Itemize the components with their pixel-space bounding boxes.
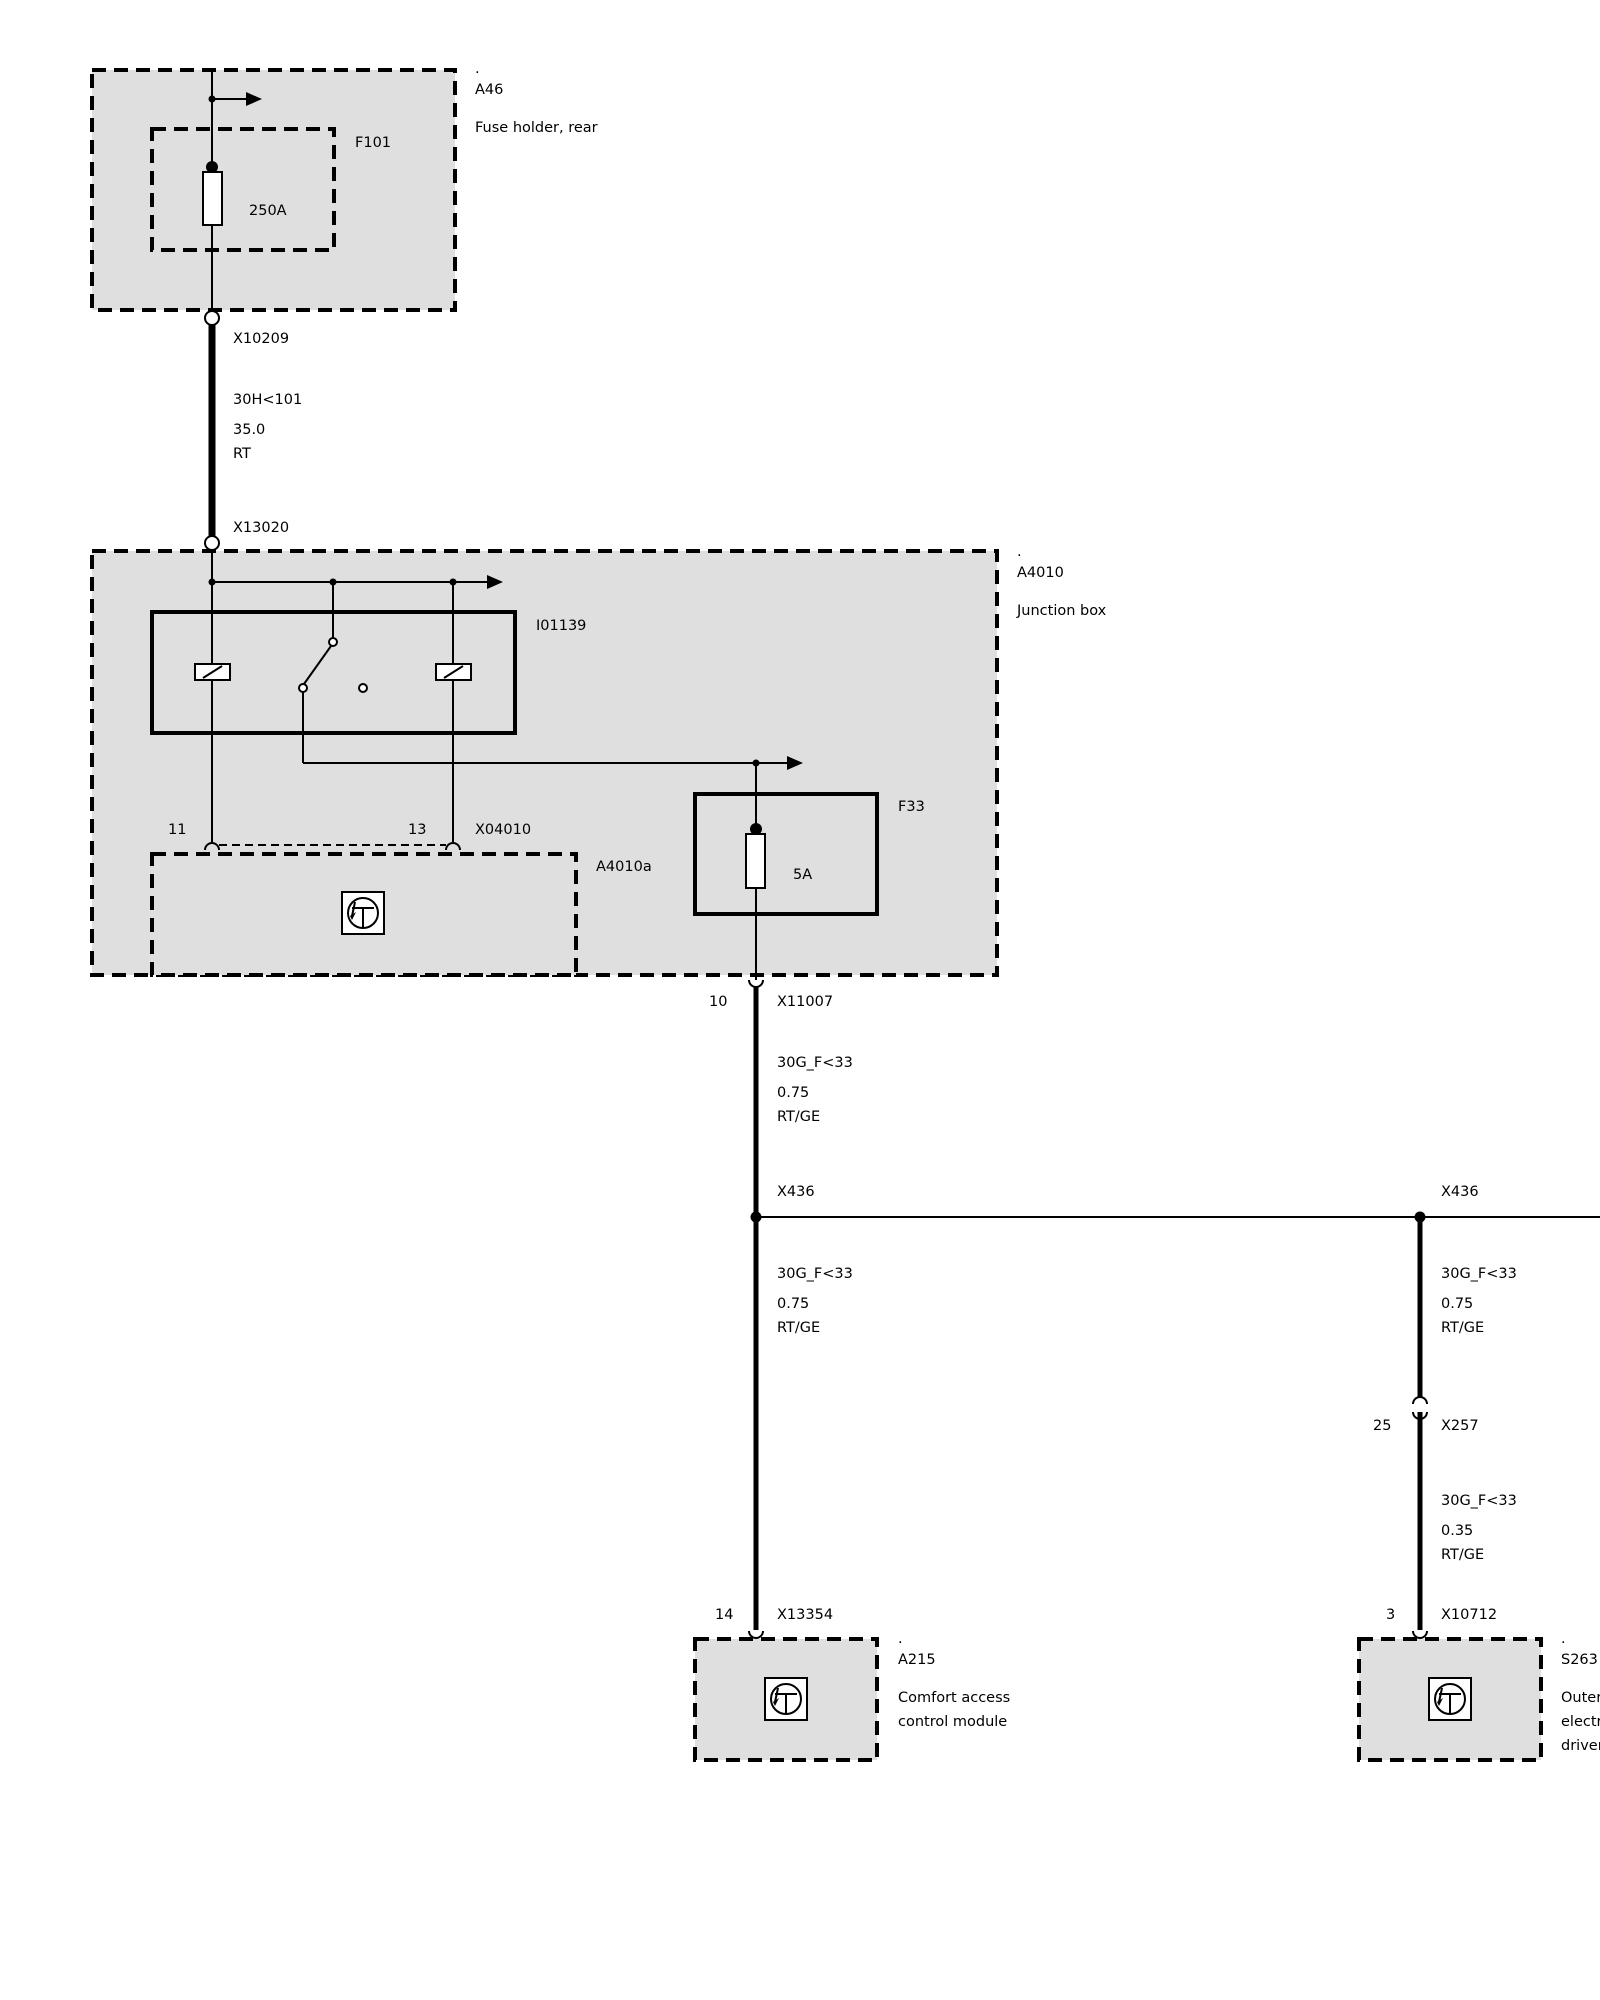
a4010-id: A4010	[1017, 565, 1064, 581]
x436-right-label: X436	[1441, 1184, 1479, 1200]
control-module-icon	[341, 891, 385, 935]
w1-signal: 30H<101	[233, 392, 302, 408]
w4-color: RT/GE	[1441, 1320, 1484, 1336]
junction-dot	[208, 578, 216, 586]
a4010-desc: Junction box	[1016, 603, 1107, 619]
w4-size: 0.75	[1441, 1296, 1473, 1312]
x13020-label: X13020	[233, 520, 289, 536]
x11007-pin: 10	[709, 994, 727, 1010]
x257-pin: 25	[1373, 1418, 1391, 1434]
a215-desc-line1: Comfort access	[898, 1690, 1010, 1706]
x257-id: X257	[1441, 1418, 1479, 1434]
control-module-icon	[764, 1677, 808, 1721]
fuse-icon	[202, 171, 223, 226]
connector-x13020-icon	[204, 535, 220, 551]
connector-x10209-icon	[204, 310, 220, 326]
w4-signal: 30G_F<33	[1441, 1266, 1517, 1282]
f33-fuse-box[interactable]	[693, 792, 879, 916]
arrow-right-icon	[787, 756, 803, 770]
s263-dot: .	[1561, 1631, 1566, 1647]
a46-id: A46	[475, 82, 503, 98]
x04010-id: X04010	[475, 822, 531, 838]
x11007-id: X11007	[777, 994, 833, 1010]
arrow-right-icon	[487, 575, 503, 589]
w5-signal: 30G_F<33	[1441, 1493, 1517, 1509]
w5-size: 0.35	[1441, 1523, 1473, 1539]
a4010a-id: A4010a	[596, 859, 652, 875]
fuse-terminal-dot	[750, 823, 762, 835]
s263-desc-line1: Outer	[1561, 1690, 1600, 1706]
i01139-id: I01139	[536, 618, 586, 634]
plug-icon	[748, 979, 764, 988]
w2-size: 0.75	[777, 1085, 809, 1101]
w5-color: RT/GE	[1441, 1547, 1484, 1563]
splice-dot	[750, 1211, 762, 1223]
x13354-id: X13354	[777, 1607, 833, 1623]
a46-desc: Fuse holder, rear	[475, 120, 598, 136]
plug-icon	[1412, 1630, 1428, 1639]
w1-size: 35.0	[233, 422, 265, 438]
f33-id: F33	[898, 799, 925, 815]
switch-lever-icon	[303, 645, 332, 685]
plug-icon	[1412, 1396, 1428, 1405]
x04010-pin-right: 13	[408, 822, 426, 838]
plug-icon	[204, 842, 220, 851]
a215-desc-line2: control module	[898, 1714, 1007, 1730]
f33-rating: 5A	[793, 867, 812, 883]
f101-fuse-box[interactable]	[150, 127, 336, 252]
x436-left-label: X436	[777, 1184, 815, 1200]
x10712-id: X10712	[1441, 1607, 1497, 1623]
switch-contact-icon	[328, 637, 338, 647]
s263-id: S263	[1561, 1652, 1598, 1668]
x04010-pin-left: 11	[168, 822, 186, 838]
fuse-icon	[745, 833, 766, 889]
a215-id: A215	[898, 1652, 936, 1668]
a46-dot: .	[475, 61, 480, 77]
w3-color: RT/GE	[777, 1320, 820, 1336]
w2-color: RT/GE	[777, 1109, 820, 1125]
w3-signal: 30G_F<33	[777, 1266, 853, 1282]
x10209-label: X10209	[233, 331, 289, 347]
f101-rating: 250A	[249, 203, 287, 219]
w2-signal: 30G_F<33	[777, 1055, 853, 1071]
control-module-icon	[1428, 1677, 1472, 1721]
fuse-terminal-dot	[206, 161, 218, 173]
arrow-right-icon	[246, 92, 262, 106]
plug-icon	[748, 1630, 764, 1639]
s263-desc-line3: driver	[1561, 1738, 1600, 1754]
switch-contact-icon	[358, 683, 368, 693]
f101-id: F101	[355, 135, 391, 151]
x10712-pin: 3	[1386, 1607, 1395, 1623]
switch-contact-icon	[298, 683, 308, 693]
w1-color: RT	[233, 446, 251, 462]
w3-size: 0.75	[777, 1296, 809, 1312]
s263-desc-line2: electr	[1561, 1714, 1600, 1730]
x13354-pin: 14	[715, 1607, 733, 1623]
a4010-dot: .	[1017, 544, 1022, 560]
junction-dot	[208, 95, 216, 103]
plug-icon	[445, 842, 461, 851]
a215-dot: .	[898, 1631, 903, 1647]
